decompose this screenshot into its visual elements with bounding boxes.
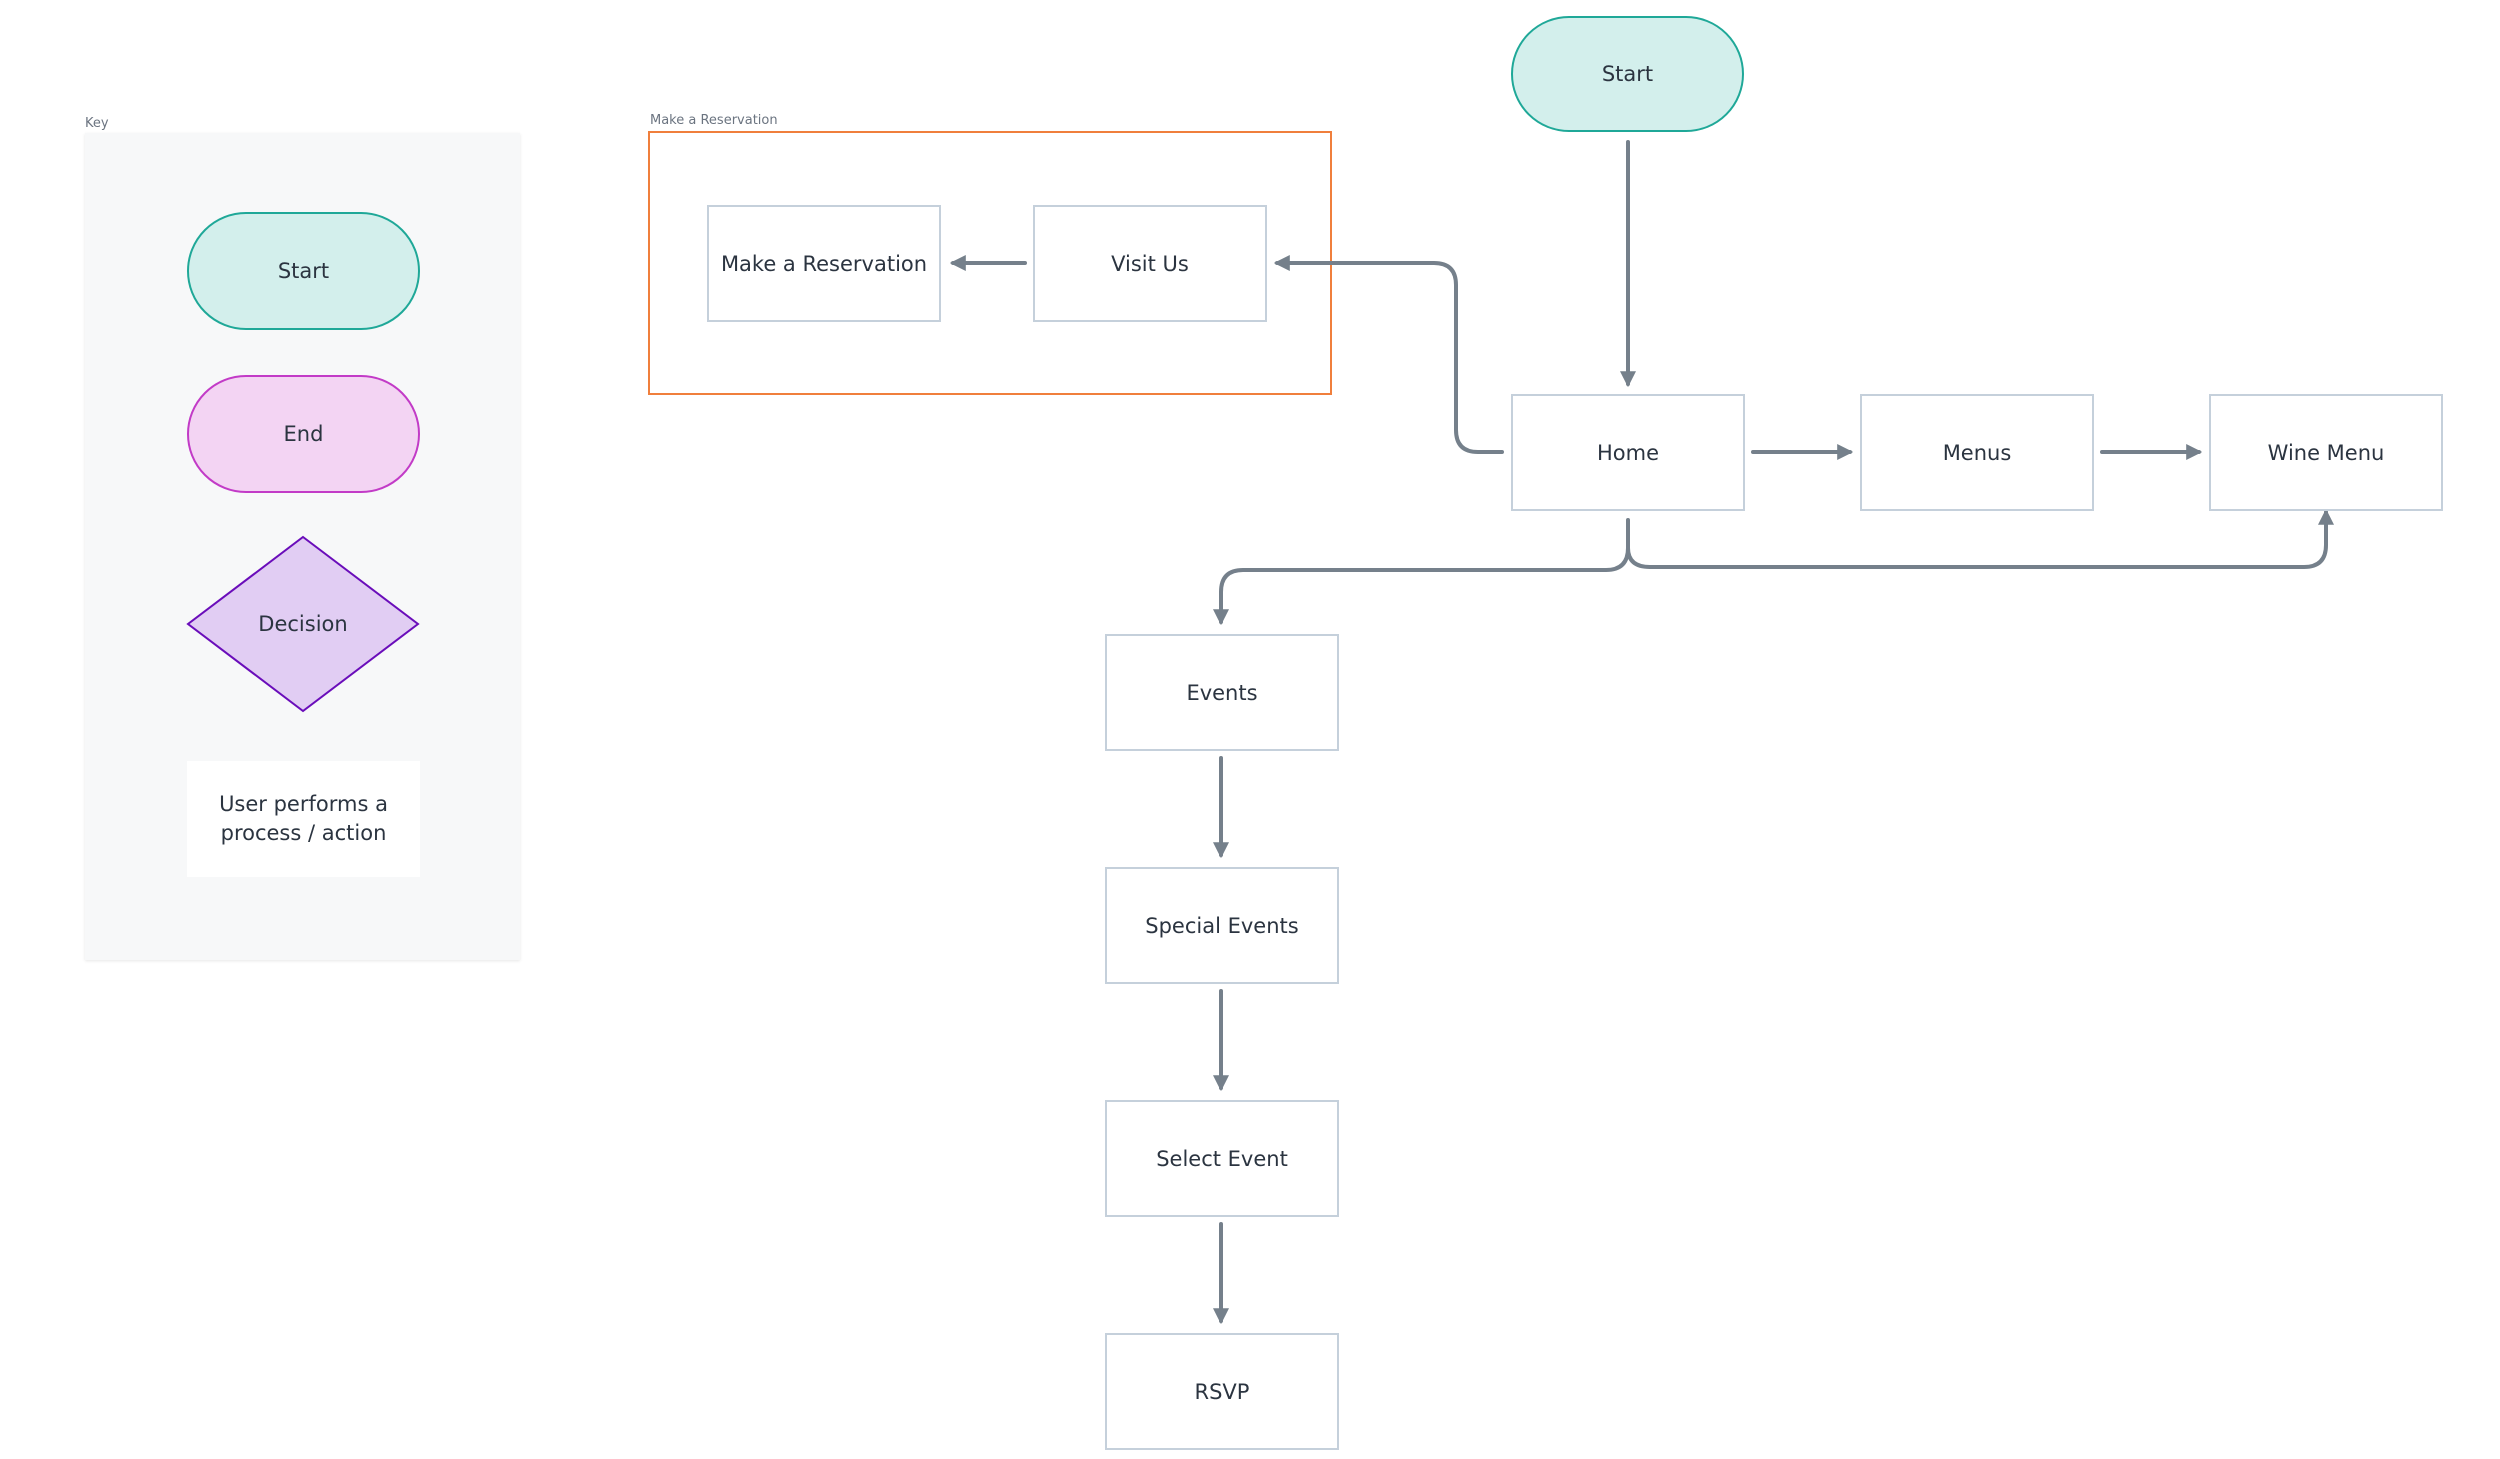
- node-select-event[interactable]: Select Event: [1105, 1100, 1339, 1217]
- node-rsvp-label: RSVP: [1194, 1379, 1250, 1404]
- node-select-event-label: Select Event: [1156, 1146, 1288, 1171]
- node-special-events-label: Special Events: [1145, 913, 1299, 938]
- node-wine-menu[interactable]: Wine Menu: [2209, 394, 2443, 511]
- node-menus[interactable]: Menus: [1860, 394, 2094, 511]
- node-wine-menu-label: Wine Menu: [2267, 440, 2385, 465]
- key-start-shape: Start: [187, 212, 420, 330]
- node-visit-us-label: Visit Us: [1111, 251, 1189, 276]
- node-events-label: Events: [1186, 680, 1258, 705]
- node-home[interactable]: Home: [1511, 394, 1745, 511]
- node-events[interactable]: Events: [1105, 634, 1339, 751]
- key-end-label: End: [283, 422, 324, 446]
- key-decision-label: Decision: [258, 612, 348, 636]
- key-end-shape: End: [187, 375, 420, 493]
- key-action-label: User performs a process / action: [219, 792, 388, 845]
- node-start[interactable]: Start: [1511, 16, 1744, 132]
- node-home-label: Home: [1596, 440, 1659, 465]
- node-menus-label: Menus: [1942, 440, 2012, 465]
- group-title: Make a Reservation: [650, 113, 778, 128]
- key-start-label: Start: [277, 259, 330, 283]
- key-action-card: User performs a process / action: [187, 761, 420, 877]
- connector-home-wine: [1626, 508, 2334, 569]
- node-special-events[interactable]: Special Events: [1105, 867, 1339, 984]
- node-rsvp[interactable]: RSVP: [1105, 1333, 1339, 1450]
- key-panel: Start End Decision User performs a proce…: [85, 133, 520, 960]
- node-make-reservation[interactable]: Make a Reservation: [707, 205, 941, 322]
- connector-home-events: [1213, 518, 1630, 626]
- key-title: Key: [85, 116, 109, 131]
- node-make-reservation-label: Make a Reservation: [720, 251, 928, 276]
- node-start-label: Start: [1601, 62, 1654, 86]
- node-visit-us[interactable]: Visit Us: [1033, 205, 1267, 322]
